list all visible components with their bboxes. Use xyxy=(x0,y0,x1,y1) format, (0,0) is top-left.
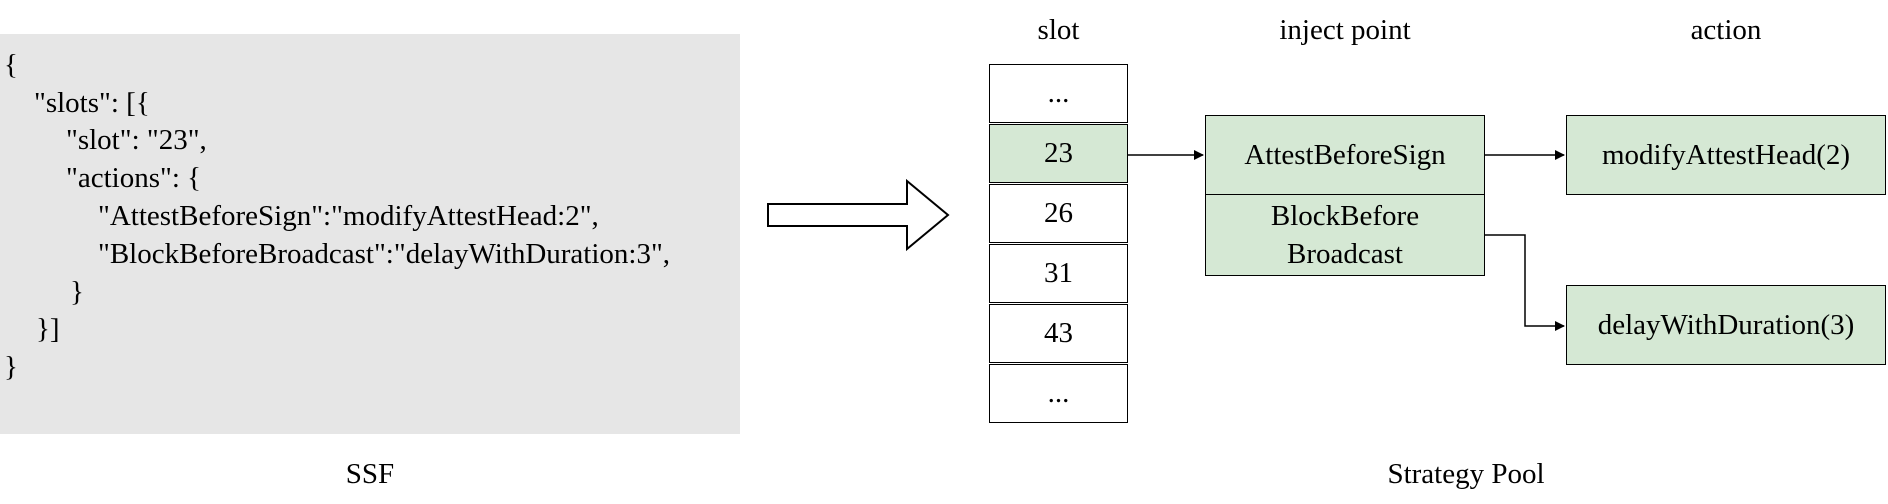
inject-point-box: AttestBeforeSign xyxy=(1205,115,1485,195)
ssf-caption: SSF xyxy=(345,458,395,490)
code-line: "slot": "23", xyxy=(66,124,207,156)
slot-column-header: slot xyxy=(1037,14,1080,46)
strategy-pool-caption: Strategy Pool xyxy=(1387,458,1545,490)
code-line: "BlockBeforeBroadcast":"delayWithDuratio… xyxy=(98,238,671,270)
code-line: "AttestBeforeSign":"modifyAttestHead:2", xyxy=(98,200,599,232)
code-line: { xyxy=(4,49,18,81)
code-line: } xyxy=(4,351,18,383)
slot-cell: 31 xyxy=(989,244,1128,303)
big-transform-arrow xyxy=(767,178,950,252)
action-column-header: action xyxy=(1690,14,1762,46)
ssf-code-panel: { "slots": [{ "slot": "23", "actions": {… xyxy=(0,34,740,434)
slot-cell-highlighted: 23 xyxy=(989,124,1128,183)
slot-cell: ... xyxy=(989,364,1128,423)
action-box: modifyAttestHead(2) xyxy=(1566,115,1886,195)
slot-cell: ... xyxy=(989,64,1128,123)
code-line: }] xyxy=(36,313,60,345)
action-box: delayWithDuration(3) xyxy=(1566,285,1886,365)
code-line: "slots": [{ xyxy=(34,87,150,119)
inject-point-box: BlockBefore Broadcast xyxy=(1205,194,1485,276)
slot-cell: 43 xyxy=(989,304,1128,363)
code-line: "actions": { xyxy=(66,162,202,194)
inject-to-action-arrow xyxy=(1485,234,1565,331)
code-line: } xyxy=(70,276,84,308)
inject-point-column-header: inject point xyxy=(1279,14,1411,46)
slot-cell: 26 xyxy=(989,184,1128,243)
